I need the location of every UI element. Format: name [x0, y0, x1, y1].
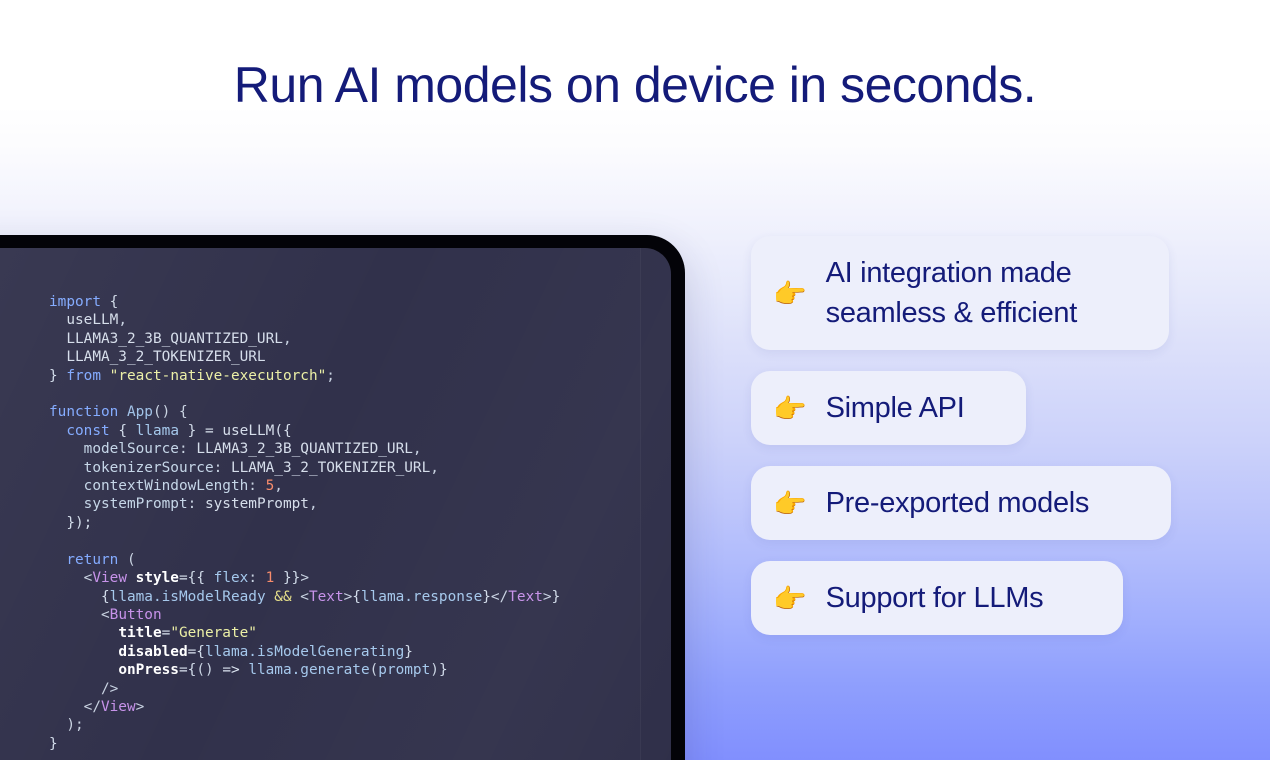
code-line: } [49, 735, 58, 752]
feature-card-label: Pre-exported models [825, 487, 1090, 519]
code-line: disabled={llama.isModelGenerating} [118, 643, 413, 660]
pointing-right-hand-icon: 👉 [773, 488, 807, 519]
pointing-right-hand-icon: 👉 [773, 583, 807, 614]
code-line: import { [49, 294, 119, 310]
code-line: return ( [66, 551, 136, 568]
code-line: contextWindowLength: 5, [83, 478, 283, 495]
page-title: Run AI models on device in seconds. [233, 57, 1037, 113]
code-line: function App() { [49, 404, 188, 421]
code-line: <View style={{ flex: 1 }}> [83, 570, 309, 587]
code-line: tokenizerSource: LLAMA_3_2_TOKENIZER_URL… [83, 459, 439, 476]
feature-card[interactable]: 👉 Support for LLMs [751, 561, 1123, 635]
code-line: {llama.isModelReady && <Text>{llama.resp… [100, 588, 561, 605]
code-line: modelSource: LLAMA3_2_3B_QUANTIZED_URL, [83, 441, 422, 458]
code-line: /> [100, 680, 119, 697]
feature-card-label: Support for LLMs [825, 582, 1044, 614]
code-line [49, 532, 560, 550]
code-line: useLLM, [66, 312, 127, 329]
code-line: systemPrompt: systemPrompt, [83, 496, 318, 513]
code-line: <Button [100, 606, 162, 623]
code-line: }); [66, 514, 93, 531]
feature-card-list: 👉 AI integration made seamless & efficie… [751, 236, 1221, 656]
code-line: LLAMA_3_2_TOKENIZER_URL [66, 349, 266, 366]
code-line: </View> [83, 698, 145, 715]
feature-card[interactable]: 👉 Pre-exported models [751, 466, 1171, 540]
pointing-right-hand-icon: 👉 [773, 393, 807, 424]
laptop-screen: import { useLLM, LLAMA3_2_3B_QUANTIZED_U… [0, 248, 671, 760]
pointing-right-hand-icon: 👉 [773, 278, 807, 309]
feature-card[interactable]: 👉 AI integration made seamless & efficie… [751, 236, 1169, 350]
code-line: onPress={() => llama.generate(prompt)} [118, 662, 448, 679]
code-line: } from "react-native-executorch"; [49, 367, 335, 384]
code-line: LLAMA3_2_3B_QUANTIZED_URL, [66, 330, 292, 347]
laptop-mockup: import { useLLM, LLAMA3_2_3B_QUANTIZED_U… [0, 235, 685, 760]
feature-card[interactable]: 👉 Simple API [751, 371, 1026, 445]
feature-card-label: Simple API [825, 392, 965, 424]
feature-card-label: AI integration made seamless & efficient [825, 257, 1078, 329]
code-snippet: import { useLLM, LLAMA3_2_3B_QUANTIZED_U… [49, 293, 560, 753]
code-line: const { llama } = useLLM({ [66, 422, 292, 439]
code-line: ); [66, 717, 84, 734]
code-line [49, 385, 560, 403]
code-line: title="Generate" [118, 625, 257, 642]
